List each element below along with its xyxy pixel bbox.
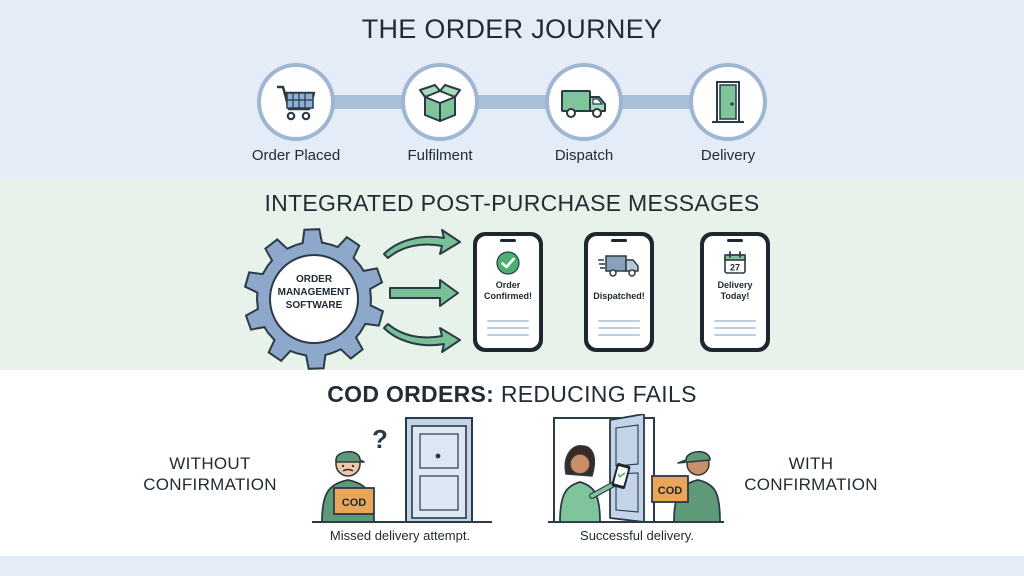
cod-package-icon: COD	[651, 475, 689, 503]
door-icon	[712, 81, 744, 123]
phone-notch	[727, 239, 743, 242]
delivery-truck-icon	[598, 255, 639, 277]
step-label-delivery: Delivery	[700, 147, 756, 164]
arrow-down-icon	[383, 323, 461, 353]
cod-title-rest: REDUCING FAILS	[494, 381, 697, 407]
order-journey-section	[0, 0, 1024, 178]
journey-connector	[330, 95, 406, 109]
journey-connector	[474, 95, 550, 109]
cod-orders-section	[0, 370, 1024, 556]
arrow-up-icon	[383, 229, 461, 259]
closed-door-icon	[405, 417, 473, 523]
step-dispatch	[545, 63, 623, 141]
phone-dispatched: Dispatched!	[584, 232, 654, 352]
question-mark-icon: ?	[372, 424, 388, 454]
gear-icon	[243, 228, 385, 370]
successful-delivery-illustration: COD	[548, 414, 724, 523]
calendar-icon: 27	[724, 251, 746, 274]
shopping-cart-icon	[277, 85, 316, 121]
cod-box-label: COD	[658, 485, 683, 497]
arrows-to-phones	[383, 229, 461, 353]
step-delivery	[689, 63, 767, 141]
step-order-placed	[257, 63, 335, 141]
phone-screen: 27 Delivery Today!	[704, 236, 766, 348]
phone-message-text: Delivery Today!	[717, 280, 753, 301]
package-box-icon	[419, 84, 461, 123]
missed-delivery-illustration: COD ?	[312, 417, 492, 523]
customer-with-phone-icon	[559, 445, 631, 523]
journey-connector	[618, 95, 694, 109]
missed-delivery-caption: Missed delivery attempt.	[329, 528, 471, 543]
order-journey-title: THE ORDER JOURNEY	[361, 14, 663, 44]
cod-title-bold: COD ORDERS:	[327, 381, 495, 407]
phone-notch	[500, 239, 516, 242]
step-label-dispatch: Dispatch	[554, 147, 614, 164]
calendar-day: 27	[730, 263, 740, 273]
delivery-truck-icon	[561, 90, 606, 118]
without-confirmation-label: WITHOUT CONFIRMATION	[143, 454, 277, 494]
cod-package-icon: COD	[333, 487, 375, 515]
step-label-order-placed: Order Placed	[251, 147, 341, 164]
cod-orders-title: COD ORDERS: REDUCING FAILS	[0, 381, 1024, 408]
step-label-fulfilment: Fulfilment	[407, 147, 473, 164]
phone-text-lines	[714, 315, 756, 336]
messages-title: INTEGRATED POST-PURCHASE MESSAGES	[264, 190, 760, 216]
bottom-band	[0, 556, 1024, 576]
successful-delivery-caption: Successful delivery.	[580, 528, 694, 543]
phone-screen: Dispatched!	[588, 236, 650, 348]
phone-text-lines	[598, 315, 640, 336]
phone-text-lines	[487, 315, 529, 336]
gear-hub	[269, 254, 359, 344]
cod-box-label: COD	[342, 497, 367, 509]
phone-screen: Order Confirmed!	[477, 236, 539, 348]
phone-delivery-today: 27 Delivery Today!	[700, 232, 770, 352]
with-confirmation-label: WITH CONFIRMATION	[744, 454, 878, 494]
phone-order-confirmed: Order Confirmed!	[473, 232, 543, 352]
order-management-software-label: ORDER MANAGEMENT SOFTWARE	[277, 274, 351, 311]
phone-message-text: Dispatched!	[593, 291, 645, 301]
step-fulfilment	[401, 63, 479, 141]
phone-notch	[611, 239, 627, 242]
check-circle-icon	[496, 251, 520, 275]
phone-message-text: Order Confirmed!	[484, 280, 532, 301]
arrow-right-icon	[389, 279, 459, 307]
